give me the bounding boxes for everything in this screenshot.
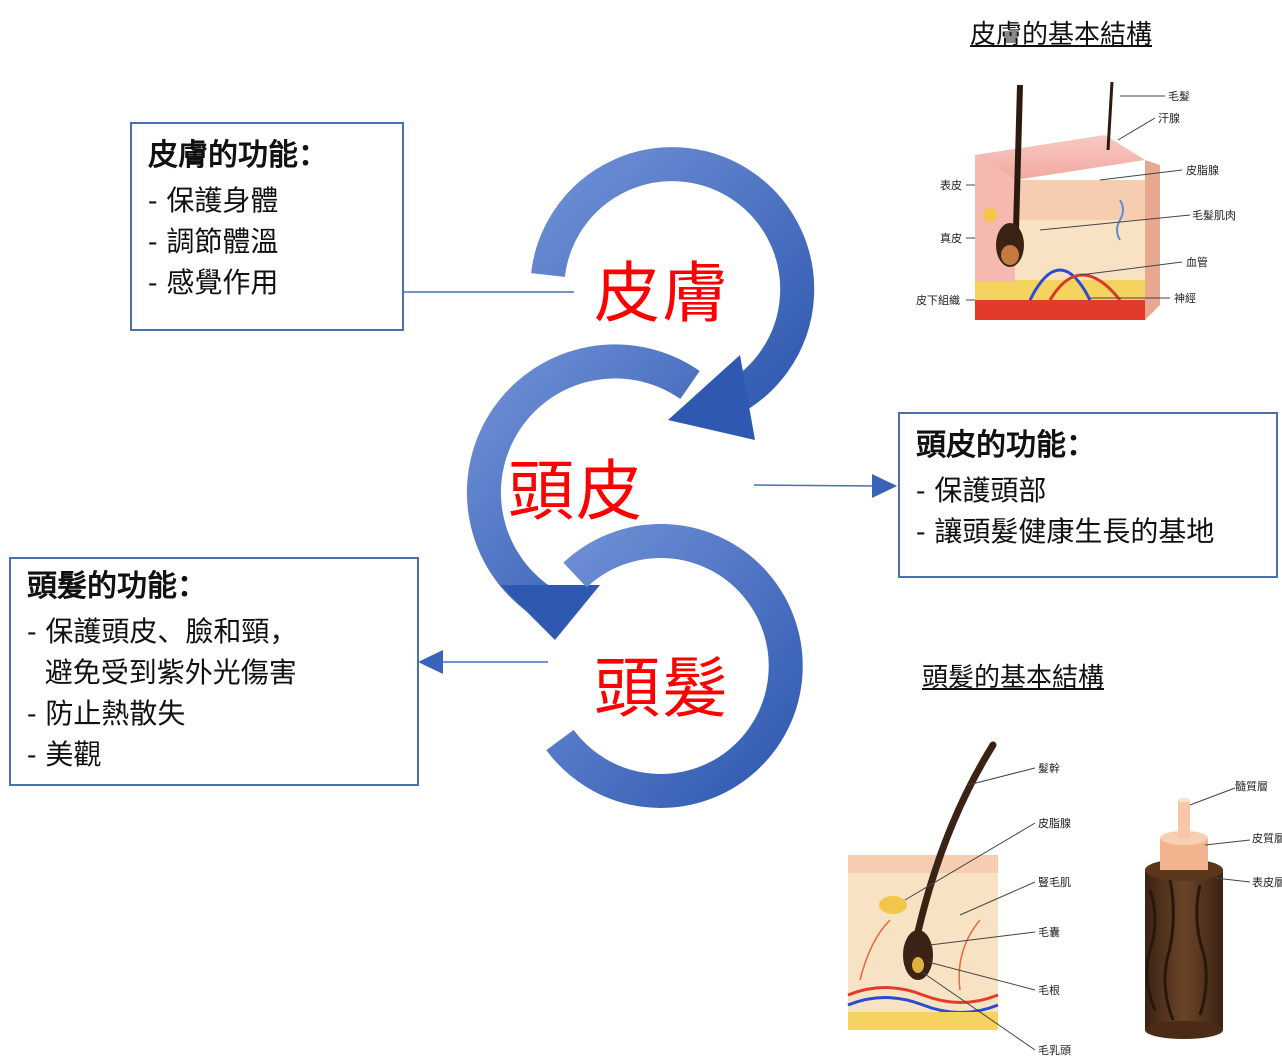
- hair-label-papilla: 毛乳頭: [1038, 1044, 1071, 1057]
- scalp-function-title: 頭皮的功能：: [916, 428, 1096, 463]
- hair-structure-illustration: 髮幹 皮脂腺 豎毛肌 毛囊 毛根 毛乳頭 髓質層 皮質層 表皮層: [847, 741, 1282, 1057]
- cycle-arrow-skin: [531, 147, 815, 440]
- skin-label-subcutis: 皮下組織: [916, 294, 960, 307]
- cycle-arrow-hair: [546, 523, 803, 808]
- hair-label-sebaceous: 皮脂腺: [1038, 816, 1071, 830]
- skin-label-hair: 毛髮: [1168, 89, 1190, 103]
- heading-skin-structure: 皮膚的基本結構: [970, 20, 1153, 50]
- skin-function-item: - 感覺作用: [148, 266, 279, 299]
- skin-label-dermis: 真皮: [940, 231, 962, 245]
- shaft-label-cortex: 皮質層: [1252, 831, 1282, 845]
- shaft-label-medulla: 髓質層: [1235, 779, 1268, 793]
- skin-label-sebaceous: 皮脂腺: [1186, 163, 1219, 177]
- hair-function-item: - 保護頭皮、臉和頸，: [27, 615, 298, 648]
- skin-label-muscle: 毛髮肌肉: [1192, 208, 1236, 222]
- hair-function-box: 頭髮的功能： - 保護頭皮、臉和頸， 避免受到紫外光傷害 - 防止熱散失 - 美…: [9, 557, 419, 786]
- cycle-label-scalp: 頭皮: [508, 453, 644, 530]
- skin-structure-illustration: 毛髮 汗腺 皮脂腺 毛髮肌肉 血管 神經 表皮 真皮 皮下組織: [916, 81, 1236, 320]
- hair-function-item: 避免受到紫外光傷害: [27, 656, 297, 689]
- cycle-label-skin: 皮膚: [594, 255, 730, 332]
- hair-label-arrector: 豎毛肌: [1038, 876, 1071, 889]
- hair-function-item: - 防止熱散失: [27, 697, 186, 730]
- scalp-function-item: - 保護頭部: [916, 474, 1047, 507]
- skin-label-nerve: 神經: [1174, 291, 1196, 305]
- skin-function-item: - 保護身體: [148, 184, 279, 217]
- skin-label-vessel: 血管: [1186, 255, 1208, 269]
- shaft-label-cuticle: 表皮層: [1252, 875, 1282, 889]
- skin-label-sweat-gland: 汗腺: [1158, 111, 1180, 125]
- skin-label-epidermis: 表皮: [940, 178, 962, 192]
- scalp-function-item: - 讓頭髮健康生長的基地: [916, 515, 1215, 548]
- hair-label-shaft: 髮幹: [1038, 761, 1060, 775]
- hair-function-title: 頭髮的功能：: [27, 569, 207, 604]
- skin-function-box: 皮膚的功能： - 保護身體 - 調節體溫 - 感覺作用: [130, 122, 404, 331]
- scalp-function-box: 頭皮的功能： - 保護頭部 - 讓頭髮健康生長的基地: [898, 412, 1278, 578]
- skin-function-item: - 調節體溫: [148, 225, 279, 258]
- connector-scalp-arrow: [753, 474, 897, 498]
- connector-hair-arrow: [418, 650, 548, 674]
- heading-hair-structure: 頭髮的基本結構: [922, 663, 1105, 693]
- hair-label-root: 毛根: [1038, 983, 1060, 997]
- hair-function-item: - 美觀: [27, 738, 102, 771]
- hair-label-follicle: 毛囊: [1038, 925, 1060, 939]
- cycle-arrow-scalp: [466, 344, 700, 640]
- cycle-label-hair: 頭髮: [594, 650, 730, 727]
- skin-function-title: 皮膚的功能：: [148, 138, 328, 173]
